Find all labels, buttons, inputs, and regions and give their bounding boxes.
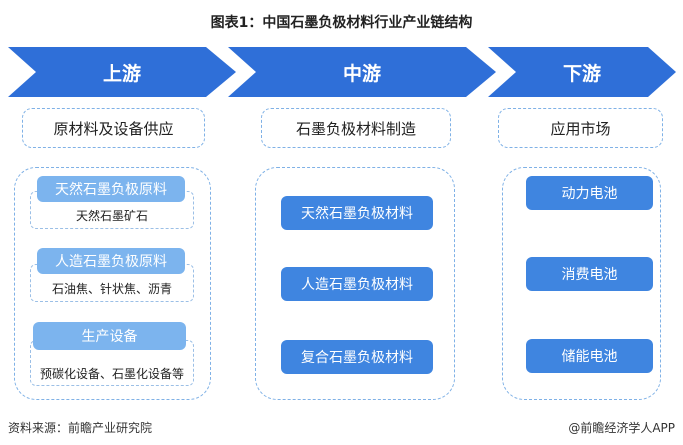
midstream-item-natural: 天然石墨负极材料 [281,196,433,230]
upstream-detail-synthetic-text: 石油焦、针状焦、沥青 [51,282,172,296]
brand-note: @前瞻经济学人APP [568,421,675,435]
stage-label-midstream: 中游 [342,62,381,85]
midstream-item-composite: 复合石墨负极材料 [281,340,433,374]
stage-arrow-upstream: 上游 [8,47,236,97]
stage-label-upstream: 上游 [102,62,141,85]
stage-label-downstream: 下游 [562,62,601,85]
arrow-shape [488,47,676,97]
midstream-item-synthetic: 人造石墨负极材料 [281,267,433,301]
downstream-item-power: 动力电池 [526,176,653,210]
stage-arrow-midstream: 中游 [228,47,496,97]
upstream-detail-equipment-text: 预碳化设备、石墨化设备等 [39,367,184,381]
downstream-item-storage: 储能电池 [526,339,653,373]
upstream-detail-natural-text: 天然石墨矿石 [75,209,148,223]
arrow-shape [8,47,236,97]
upstream-group-synthetic: 人造石墨负极原料 [37,248,185,274]
upstream-header: 原材料及设备供应 [22,108,205,148]
midstream-header: 石墨负极材料制造 [261,108,451,148]
downstream-item-consumer: 消费电池 [526,257,653,291]
page-title: 图表1：中国石墨负极材料行业产业链结构 [210,15,473,31]
stage-arrow-downstream: 下游 [488,47,676,97]
upstream-group-equipment: 生产设备 [33,322,186,350]
source-note: 资料来源：前瞻产业研究院 [8,421,153,435]
upstream-group-natural: 天然石墨负极原料 [37,176,185,202]
arrow-shape [228,47,496,97]
downstream-header: 应用市场 [498,108,663,148]
